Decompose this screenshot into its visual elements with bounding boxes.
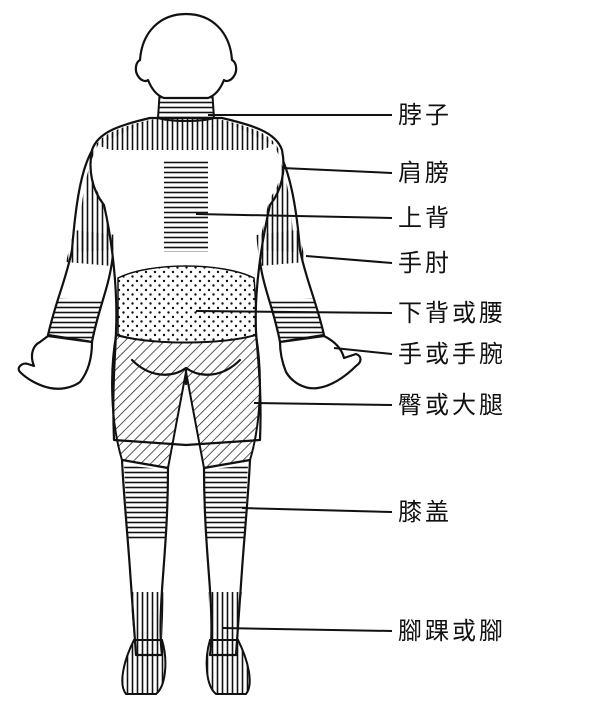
label-knee: 膝盖 <box>398 498 452 526</box>
right-hand <box>280 336 361 388</box>
label-wrist-hand: 手或手腕 <box>398 340 506 368</box>
label-upper-back: 上背 <box>398 204 452 232</box>
left-foot <box>122 640 165 694</box>
label-lower-back: 下背或腰 <box>398 299 506 327</box>
leader-knee <box>242 508 392 512</box>
ankle-left-region <box>130 592 164 640</box>
label-neck: 脖子 <box>398 101 452 129</box>
label-ankle-foot: 腳踝或腳 <box>398 617 506 645</box>
leader-ankle-foot <box>222 628 392 631</box>
leader-hip-thigh <box>254 403 392 405</box>
label-shoulder: 肩膀 <box>398 159 452 187</box>
head <box>136 14 236 98</box>
elbow-left-region <box>66 230 116 266</box>
leader-elbow <box>306 256 392 263</box>
leader-shoulder <box>282 168 392 173</box>
label-hip-thigh: 臀或大腿 <box>398 391 506 419</box>
label-elbow: 手肘 <box>398 249 452 277</box>
elbow-right-region <box>256 230 306 266</box>
knee-left-region <box>124 465 168 540</box>
labels: 脖子 肩膀 上背 手肘 下背或腰 手或手腕 臀或大腿 膝盖 腳踝或腳 <box>398 101 506 645</box>
left-hand <box>19 336 92 389</box>
upper-back-region <box>164 160 208 252</box>
lower-back-region <box>118 266 256 343</box>
ankle-right-region <box>208 592 242 640</box>
right-foot <box>207 640 250 694</box>
knee-right-region <box>204 465 248 540</box>
